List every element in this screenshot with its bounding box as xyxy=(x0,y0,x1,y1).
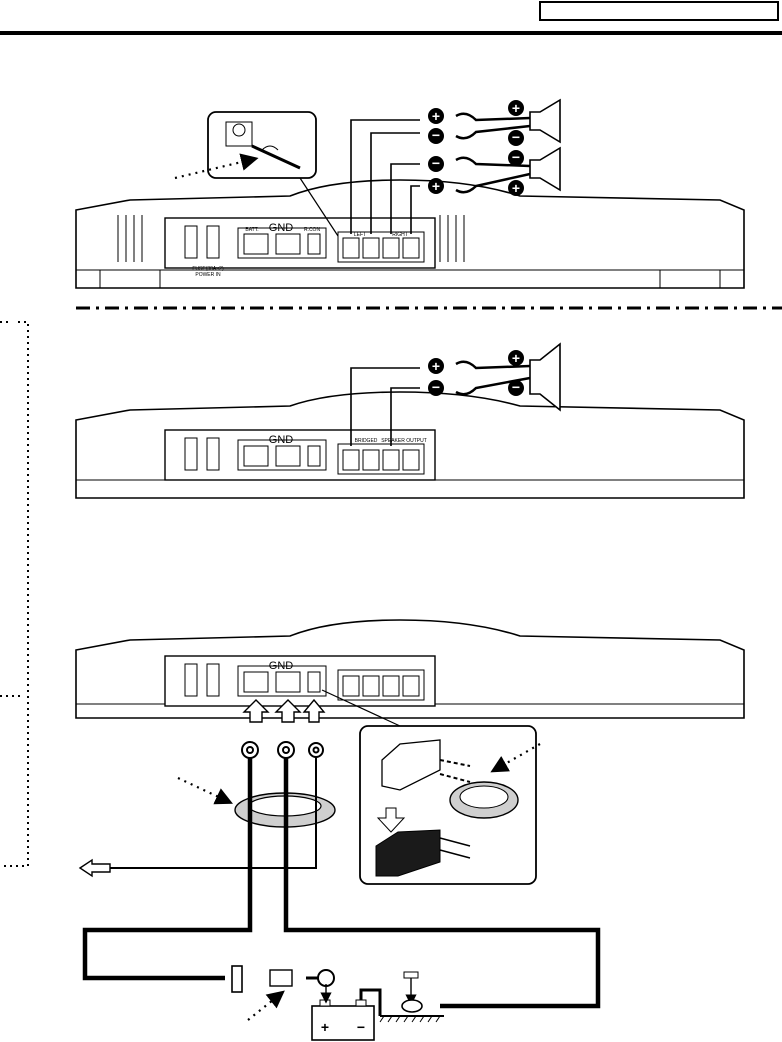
svg-text:−: − xyxy=(432,127,440,143)
dotted-bracket xyxy=(4,322,28,866)
svg-text:−: − xyxy=(432,155,440,171)
amplifier-power: GND xyxy=(76,620,744,718)
polarity-symbols-4ch: + − − + + − − + xyxy=(428,100,524,196)
svg-text:+: + xyxy=(512,350,520,366)
svg-text:+: + xyxy=(432,178,440,194)
amplifier-bridged: GND BRIDGED SPEAKER OUTPUT xyxy=(76,392,744,498)
grommet-pointer xyxy=(178,778,225,800)
battery-plus-symbol: + xyxy=(321,1019,329,1035)
power-in-label: POWER IN xyxy=(195,272,221,278)
battery-icon: + − xyxy=(312,984,380,1040)
terminal-arrows xyxy=(244,700,324,722)
speaker-icons-4ch xyxy=(530,100,560,190)
ground-point xyxy=(380,972,444,1022)
ring-terminals xyxy=(242,742,323,758)
fuse-pointer xyxy=(248,996,278,1020)
svg-text:−: − xyxy=(512,129,520,145)
battery-minus-symbol: − xyxy=(357,1019,365,1035)
inline-fuse xyxy=(232,966,334,992)
svg-text:−: − xyxy=(512,149,520,165)
gnd-label-2: GND xyxy=(269,434,294,446)
svg-text:+: + xyxy=(512,180,520,196)
svg-text:−: − xyxy=(512,379,520,395)
speaker-output-label: SPEAKER OUTPUT xyxy=(381,438,427,444)
remote-lead-arrow xyxy=(80,860,110,876)
speaker-icon-bridged xyxy=(530,344,560,410)
svg-text:+: + xyxy=(432,108,440,124)
svg-text:+: + xyxy=(432,358,440,374)
left-label: LEFT xyxy=(354,232,366,238)
right-label: RIGHT xyxy=(392,232,408,238)
bridged-label: BRIDGED xyxy=(355,438,378,444)
gnd-label: GND xyxy=(269,222,294,234)
amplifier-top: GND BATT. R.CON FUSE(30A×2) POWER IN LEF… xyxy=(76,180,744,288)
svg-text:−: − xyxy=(432,379,440,395)
rem-label: R.CON xyxy=(304,227,321,233)
terminal-block-inset xyxy=(360,726,536,884)
batt-label: BATT. xyxy=(245,227,258,233)
svg-text:+: + xyxy=(512,100,520,116)
gnd-label-3: GND xyxy=(269,660,294,672)
